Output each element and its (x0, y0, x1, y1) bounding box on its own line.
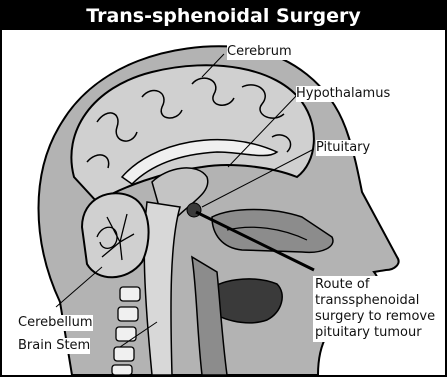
label-cerebellum: Cerebellum (18, 315, 93, 331)
route-line-3: surgery to remove (315, 309, 435, 325)
route-line-4: pituitary tumour (315, 325, 435, 341)
label-cerebrum: Cerebrum (227, 44, 292, 60)
cerebellum-shape (82, 193, 149, 277)
label-surgical-route: Route of transsphenoidal surgery to remo… (313, 276, 437, 342)
route-line-2: transsphenoidal (315, 293, 435, 309)
label-pituitary: Pituitary (316, 140, 370, 156)
label-brain-stem: Brain Stem (18, 338, 90, 354)
route-line-1: Route of (315, 277, 435, 293)
diagram-title: Trans-sphenoidal Surgery (2, 2, 445, 30)
label-hypothalamus: Hypothalamus (296, 86, 390, 102)
